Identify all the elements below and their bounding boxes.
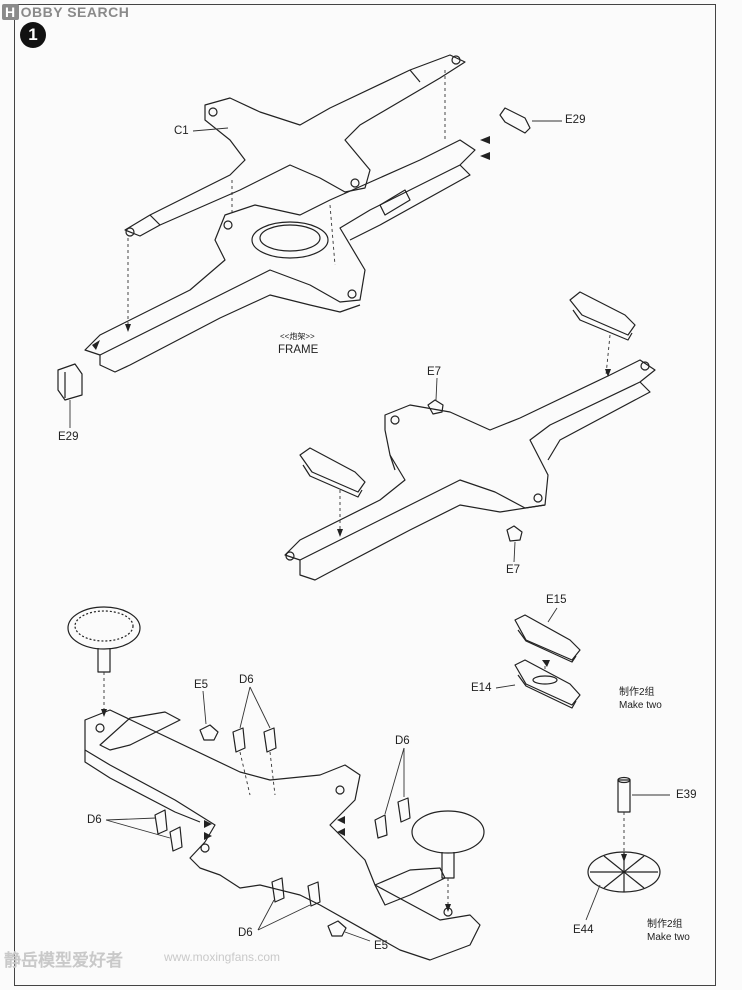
part-label-e15: E15 — [546, 594, 567, 606]
part-label-e5-bottom: E5 — [374, 940, 389, 952]
part-label-d6-left: D6 — [87, 814, 102, 826]
moxingfans-url: www.moxingfans.com — [164, 950, 281, 964]
part-label-e29-left: E29 — [58, 431, 79, 443]
frame-bottom-assembly — [67, 606, 485, 961]
part-label-c1: C1 — [174, 125, 189, 137]
part-label-d6-top: D6 — [239, 674, 254, 686]
part-label-e14: E14 — [471, 682, 492, 694]
step-number-badge: 1 — [20, 22, 46, 48]
frame-top-assembly — [57, 54, 531, 401]
pad-detail — [514, 614, 581, 709]
part-label-e39: E39 — [676, 789, 697, 801]
part-label-e7-top: E7 — [427, 366, 442, 378]
make-two-note-b: Make two — [647, 932, 690, 943]
part-label-e44: E44 — [573, 924, 594, 936]
make-two-note-chinese: 制作2组 — [619, 687, 655, 698]
part-label-d6-right: D6 — [395, 735, 410, 747]
moxingfans-watermark: 静岳模型爱好者 — [4, 951, 123, 970]
part-label-e5-top: E5 — [194, 679, 209, 691]
frame-label: FRAME — [278, 344, 319, 356]
page-border — [14, 4, 716, 986]
make-two-note-b-chinese: 制作2组 — [647, 919, 683, 930]
part-label-e29-top: E29 — [565, 114, 586, 126]
frame-label-chinese: <<炮架>> — [280, 332, 315, 341]
frame-middle-assembly — [284, 291, 656, 581]
part-label-d6-bottom: D6 — [238, 927, 253, 939]
make-two-note: Make two — [619, 700, 662, 711]
part-label-e7-bottom: E7 — [506, 564, 521, 576]
